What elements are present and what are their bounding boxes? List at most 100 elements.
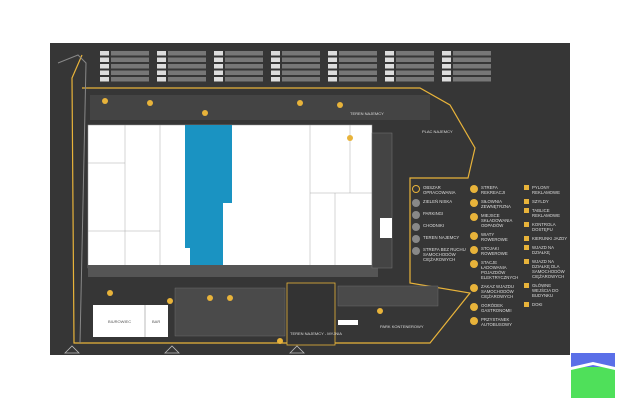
legend-item: Stacje ładowania pojazdów elektrycznych: [470, 260, 520, 280]
legend-label: Szyldy: [532, 199, 549, 204]
legend-label: Doki: [532, 302, 543, 307]
unit-id-cell: [214, 51, 223, 56]
bench-icon: [470, 185, 478, 193]
tenant-yard-label: PLAC NAJEMCY: [422, 129, 453, 134]
unit-id-cell: [385, 77, 394, 82]
unit-id-cell: [100, 70, 109, 75]
site-plan-map: BIUROWIEC BAR TEREN NAJEMCY - MYJNIA PAR…: [50, 43, 570, 355]
unit-bar-cell: [168, 51, 206, 56]
unit-id-cell: [157, 64, 166, 69]
legend-item: Ogródek gastronomii: [470, 303, 520, 313]
unit-bar-cell: [225, 51, 263, 56]
unit-bar-cell: [168, 57, 206, 62]
unit-id-cell: [328, 77, 337, 82]
legend-label: Wjazd na działkę dla samochodów ciężarow…: [532, 259, 565, 279]
legend-item: Teren najemcy: [412, 235, 466, 243]
legend-item: Strefa bez ruchu samochodów ciężarowych: [412, 247, 466, 262]
truck-entry-icon: [524, 259, 529, 264]
legend-column: Obszar opracowaniaZieleń niskaParkingiCh…: [412, 185, 466, 262]
unit-id-cell: [100, 64, 109, 69]
gym-icon: [470, 199, 478, 207]
sidewalk-circle-icon: [412, 223, 420, 231]
legend-item: Chodniki: [412, 223, 466, 231]
tenant-area-label: TEREN NAJEMCY: [350, 111, 384, 116]
unit-bar-cell: [396, 64, 434, 69]
legend-label: Tablice reklamowe: [532, 208, 560, 218]
unit-bar-cell: [396, 70, 434, 75]
unit-id-cell: [100, 57, 109, 62]
unit-id-cell: [157, 70, 166, 75]
parking-circle-icon: [412, 211, 420, 219]
unit-id-cell: [328, 51, 337, 56]
legend-item: Wjazd na działkę dla samochodów ciężarow…: [524, 259, 568, 279]
unit-divisions: [88, 125, 372, 265]
entry-triangles: [64, 345, 305, 354]
legend-item: Miejsce składowania odpadów: [470, 213, 520, 228]
unit-bar-cell: [111, 51, 149, 56]
legend-item: Siłownia zewnętrzna: [470, 199, 520, 209]
access-road: [57, 54, 87, 344]
unit-id-cell: [442, 70, 451, 75]
legend-label: Siłownia zewnętrzna: [481, 199, 511, 209]
site-plan: BIUROWIEC BAR TEREN NAJEMCY - MYJNIA PAR…: [57, 51, 491, 354]
legend-item: Doki: [524, 302, 568, 307]
unit-id-cell: [328, 64, 337, 69]
legend-item: Stojaki rowerowe: [470, 246, 520, 256]
unit-bar-cell: [339, 57, 377, 62]
unit-id-cell: [214, 70, 223, 75]
arrow-icon: [524, 236, 529, 241]
unit-id-cell: [100, 51, 109, 56]
unit-bar-cell: [453, 77, 491, 82]
office-building: [93, 305, 168, 337]
unit-bar-cell: [282, 57, 320, 62]
bar-label: BAR: [152, 319, 160, 324]
legend-label: Teren najemcy: [423, 235, 460, 240]
legend-column: Pylony reklamoweSzyldyTablice reklamoweK…: [524, 185, 568, 307]
legend-label: Stojaki rowerowe: [481, 246, 508, 256]
unit-bar-cell: [168, 64, 206, 69]
unit-bar-cell: [282, 77, 320, 82]
legend-label: Zieleń niska: [423, 199, 453, 204]
unit-id-cell: [328, 57, 337, 62]
unit-bar-cell: [225, 77, 263, 82]
unit-id-cell: [157, 77, 166, 82]
unit-bar-cell: [282, 51, 320, 56]
sign-icon: [524, 199, 529, 204]
pylon-icon: [524, 185, 529, 190]
legend-item: Kierunki jazdy: [524, 236, 568, 241]
unit-bar-cell: [111, 70, 149, 75]
unit-bar-cell: [111, 64, 149, 69]
unit-bar-cell: [111, 77, 149, 82]
legend-label: Wiaty rowerowe: [481, 232, 508, 242]
legend-item: Zakaz wjazdu samochodów ciężarowych: [470, 284, 520, 299]
legend-item: Szyldy: [524, 199, 568, 204]
legend-label: Wjazd na działkę: [532, 245, 554, 255]
legend-label: Stacje ładowania pojazdów elektrycznych: [481, 260, 519, 280]
bin-icon: [470, 213, 478, 221]
bus-stop-icon: [470, 317, 478, 325]
legend-label: Główne wejścia do budynku: [532, 283, 559, 298]
legend-label: Parkingi: [423, 211, 444, 216]
green-circle-icon: [412, 199, 420, 207]
highlighted-unit: [185, 125, 232, 265]
legend-label: Chodniki: [423, 223, 445, 228]
unit-id-cell: [442, 57, 451, 62]
company-logo: [571, 353, 615, 398]
unit-id-cell: [442, 77, 451, 82]
legend-label: Przystanek autobusowy: [481, 317, 512, 327]
legend-label: Miejsce składowania odpadów: [481, 213, 513, 228]
unit-id-cell: [100, 77, 109, 82]
unit-id-cell: [385, 70, 394, 75]
unit-bar-cell: [168, 70, 206, 75]
entry-triangle-icon: [524, 245, 529, 250]
restaurant-icon: [470, 303, 478, 311]
unit-id-cell: [385, 51, 394, 56]
unit-id-cell: [385, 57, 394, 62]
ev-charger-icon: [470, 260, 478, 268]
bike-shelter-icon: [470, 232, 478, 240]
unit-id-cell: [271, 77, 280, 82]
unit-bar-cell: [453, 70, 491, 75]
unit-id-cell: [214, 77, 223, 82]
unit-bar-cell: [396, 77, 434, 82]
legend-item: Wjazd na działkę: [524, 245, 568, 255]
